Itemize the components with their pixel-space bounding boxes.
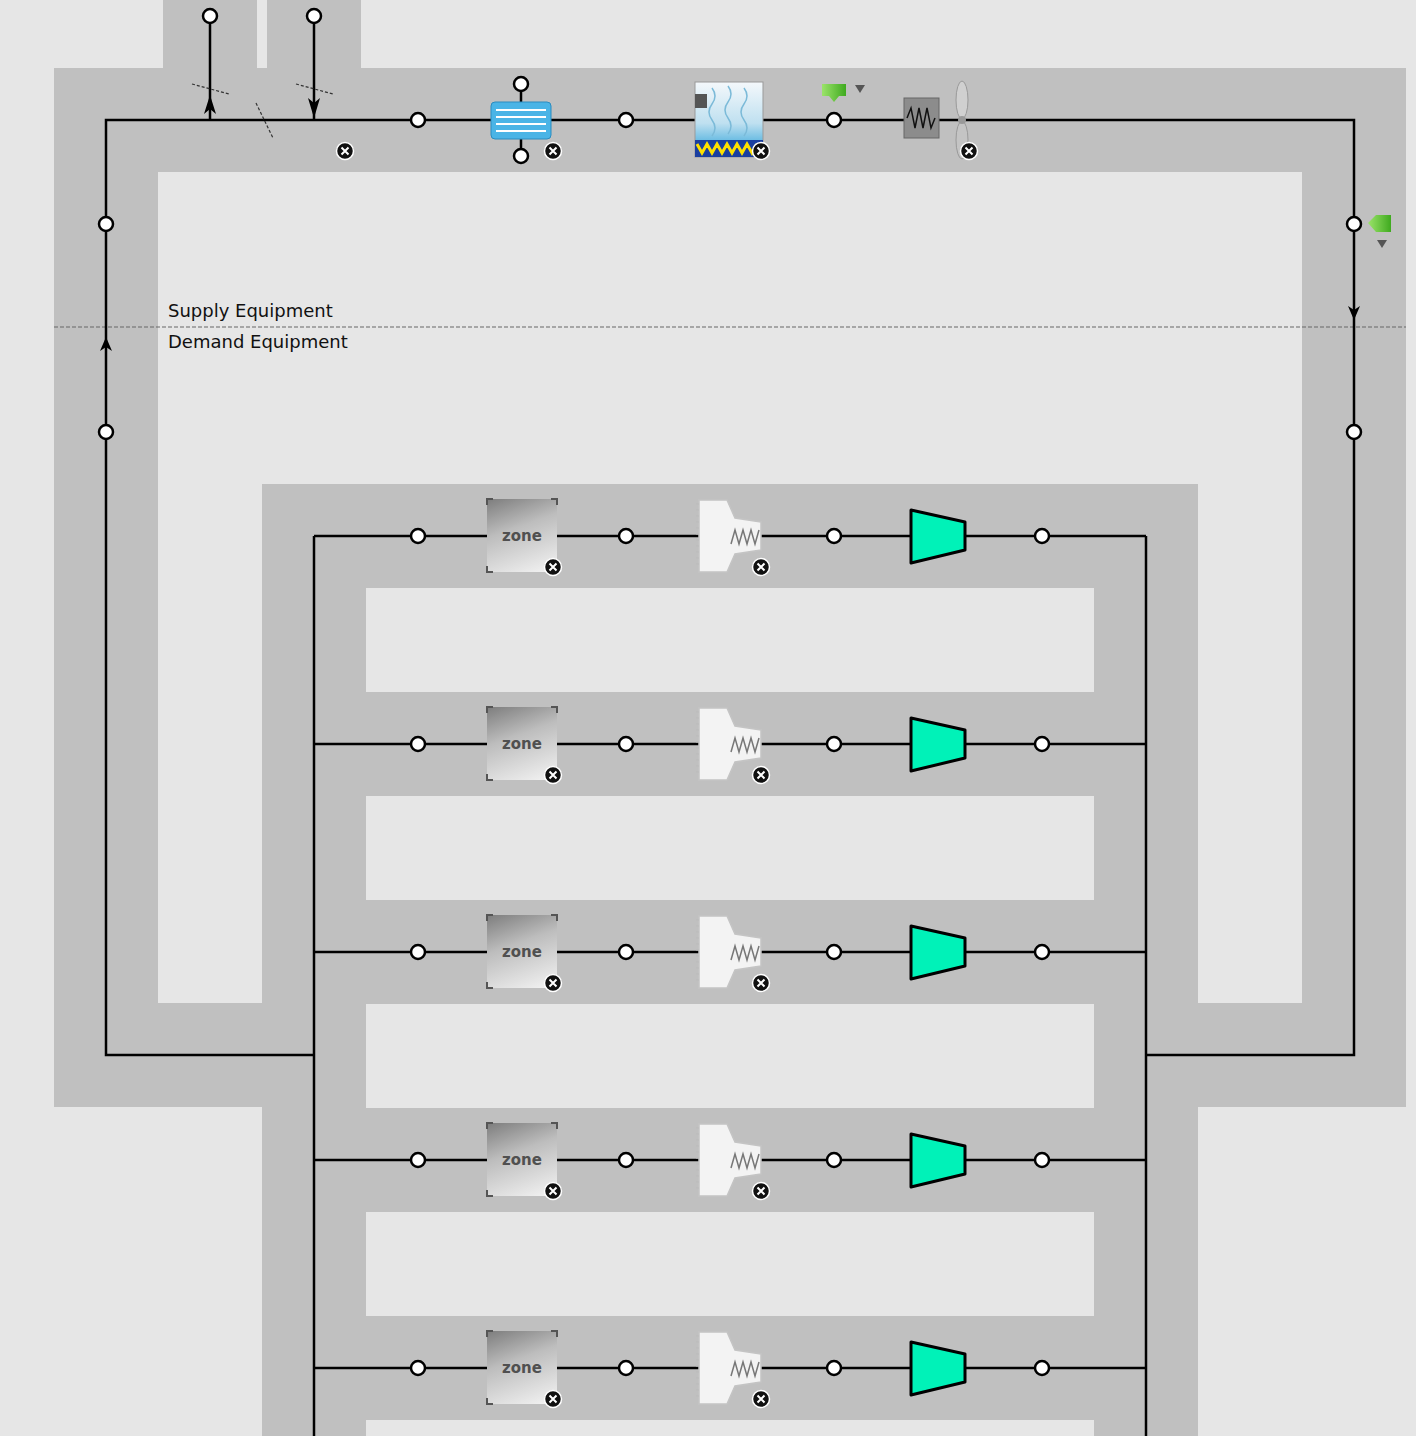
zone-box: zone <box>487 1331 557 1404</box>
zone-name: zone <box>502 1359 542 1377</box>
zone-name: zone <box>502 943 542 961</box>
zone-name: zone <box>502 735 542 753</box>
zone-box: zone <box>487 915 557 988</box>
zone-name: zone <box>502 1151 542 1169</box>
zone-box: zone <box>487 1123 557 1196</box>
section-label: Demand Equipment <box>168 331 348 352</box>
zone-name: zone <box>502 527 542 545</box>
zone-box: zone <box>487 499 557 572</box>
zone-box: zone <box>487 707 557 780</box>
section-label: Supply Equipment <box>168 300 333 321</box>
